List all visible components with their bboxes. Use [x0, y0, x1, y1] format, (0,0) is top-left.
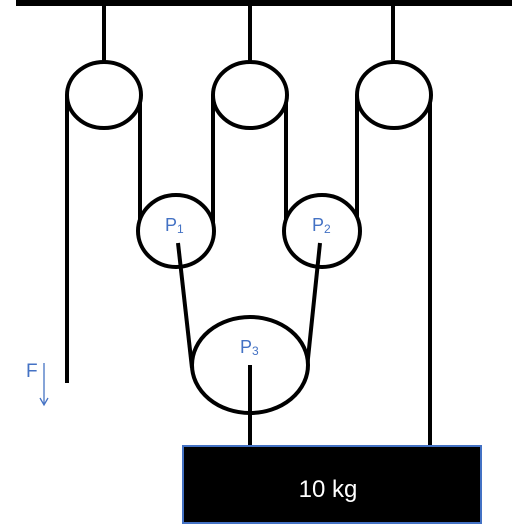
mass-block [182, 445, 482, 524]
movable-pulley-p1 [136, 193, 216, 269]
label-p3: P3 [240, 337, 259, 358]
fixed-pulley-middle [211, 60, 289, 130]
force-arrow [39, 363, 49, 407]
label-p2: P2 [312, 215, 331, 236]
link-p2-p3 [305, 242, 322, 369]
force-label: F [26, 361, 38, 382]
fixed-pulley-right [355, 60, 433, 130]
label-p1: P1 [165, 215, 184, 236]
fixed-pulley-left [65, 60, 143, 130]
link-p1-p3 [176, 242, 194, 369]
movable-pulley-p2 [282, 193, 362, 269]
mass-label: 10 kg [299, 476, 358, 503]
